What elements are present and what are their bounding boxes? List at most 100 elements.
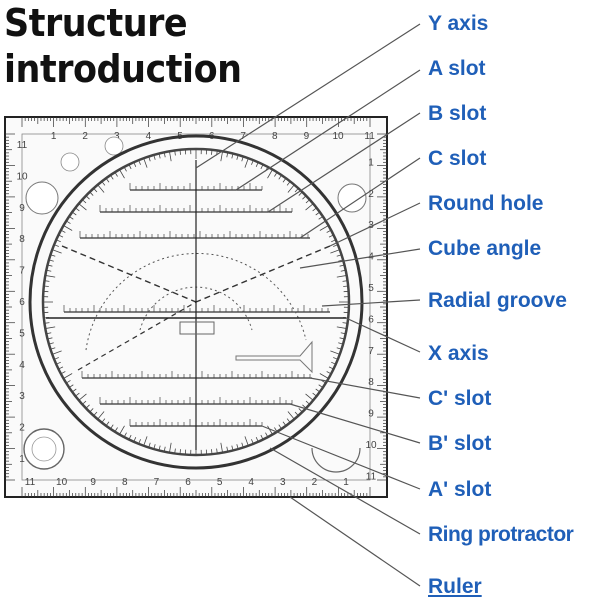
ring-tick bbox=[241, 442, 244, 448]
leader-cube-angle bbox=[299, 248, 421, 269]
ring-tick bbox=[336, 347, 342, 350]
ruler-number-right: 5 bbox=[368, 283, 374, 294]
ring-tick bbox=[339, 264, 345, 267]
ruler-number-top: 4 bbox=[146, 131, 152, 142]
ring-tick bbox=[330, 350, 340, 355]
leader-y-axis bbox=[195, 23, 421, 169]
ruler-number-left: 5 bbox=[19, 328, 25, 339]
ring-tick bbox=[44, 280, 50, 282]
ruler-number-bottom: 2 bbox=[312, 477, 318, 488]
ring-tick bbox=[148, 156, 151, 162]
ring-tick bbox=[298, 408, 303, 413]
ring-tick bbox=[331, 361, 336, 365]
leader-ruler bbox=[289, 496, 421, 587]
ring-tick bbox=[286, 181, 291, 186]
ring-tick bbox=[82, 199, 87, 204]
ring-tick bbox=[89, 191, 94, 196]
ring-tick bbox=[71, 388, 77, 393]
ring-tick bbox=[169, 151, 172, 162]
ring-tick bbox=[119, 425, 125, 435]
ring-tick bbox=[63, 373, 73, 379]
ring-tick bbox=[78, 393, 87, 401]
ruler-number-bottom: 10 bbox=[56, 477, 68, 488]
ring-tick bbox=[220, 151, 223, 162]
ring-tick bbox=[226, 446, 229, 452]
ring-tick bbox=[286, 418, 291, 423]
ring-tick bbox=[255, 162, 259, 167]
ruler-number-top: 2 bbox=[82, 131, 88, 142]
leader-x-axis bbox=[345, 317, 421, 353]
label-c-slot: C slot bbox=[428, 147, 487, 170]
ring-tick bbox=[318, 384, 324, 388]
corner-hole-bottom-left bbox=[23, 428, 65, 470]
ring-tick bbox=[78, 203, 87, 211]
label-x-axis: X axis bbox=[428, 342, 489, 365]
ring-tick bbox=[68, 384, 74, 388]
ring-tick bbox=[319, 373, 329, 379]
title-line-1: Structure bbox=[4, 1, 188, 45]
ring-tick bbox=[114, 427, 118, 432]
ring-tick bbox=[63, 225, 73, 231]
ring-tick bbox=[236, 444, 239, 450]
small-hole bbox=[104, 136, 124, 156]
ring-tick bbox=[163, 446, 166, 452]
label-b-slot: B slot bbox=[428, 102, 487, 125]
ring-tick bbox=[305, 203, 314, 211]
ring-tick bbox=[298, 191, 303, 196]
ruler-number-top: 9 bbox=[304, 131, 310, 142]
ring-tick bbox=[50, 347, 56, 350]
ring-tick bbox=[163, 152, 166, 158]
ring-tick bbox=[143, 158, 148, 168]
ring-tick bbox=[226, 152, 229, 158]
ruler-number-top: 10 bbox=[332, 131, 344, 142]
ring-tick bbox=[174, 448, 176, 454]
ring-tick bbox=[287, 184, 295, 193]
leader-lines bbox=[195, 23, 421, 587]
ring-tick bbox=[278, 174, 282, 180]
ring-tick bbox=[45, 326, 56, 329]
ring-tick bbox=[338, 259, 344, 262]
title: Structure introduction bbox=[4, 0, 242, 92]
ruler-number-left: 9 bbox=[19, 203, 25, 214]
ring-tick bbox=[336, 254, 342, 257]
ring-tick bbox=[255, 437, 259, 442]
ring-tick bbox=[123, 432, 127, 438]
title-line-2: introduction bbox=[4, 47, 242, 91]
ring-tick bbox=[43, 285, 49, 287]
label-ring-protractor: Ring protractor bbox=[428, 523, 574, 546]
ring-tick bbox=[315, 211, 321, 216]
ring-tick bbox=[89, 408, 94, 413]
ring-tick bbox=[105, 177, 110, 183]
ruler-number-left: 3 bbox=[19, 391, 25, 402]
ring-protractor-outer bbox=[28, 134, 364, 470]
ring-tick bbox=[343, 285, 349, 287]
ring-tick bbox=[48, 342, 54, 345]
label-cube-angle: Cube angle bbox=[428, 237, 542, 260]
ring-tick bbox=[328, 366, 334, 370]
label-ruler: Ruler bbox=[428, 575, 482, 598]
ring-tick bbox=[305, 400, 310, 405]
ruler-number-top: 7 bbox=[240, 131, 246, 142]
ring-tick bbox=[153, 154, 156, 160]
ruler-number-right: 11 bbox=[366, 471, 377, 482]
ring-tick bbox=[274, 172, 278, 177]
ruler-number-right: 1 bbox=[368, 157, 374, 168]
ruler-number-right: 10 bbox=[365, 440, 377, 451]
ring-tick bbox=[60, 371, 66, 375]
ruler-number-left: 4 bbox=[19, 360, 25, 371]
ring-tick bbox=[326, 229, 332, 233]
ring-tick bbox=[267, 169, 273, 179]
ring-tick bbox=[305, 393, 314, 401]
ring-tick bbox=[93, 188, 98, 193]
ruler-number-bottom: 3 bbox=[280, 477, 286, 488]
leader-c-prime-slot bbox=[309, 377, 421, 399]
ring-tick bbox=[46, 332, 52, 335]
corner-hole-bottom-left-inner bbox=[31, 436, 57, 462]
label-b-prime-slot: B' slot bbox=[428, 432, 492, 455]
ring-tick bbox=[46, 269, 52, 272]
leader-radial-groove bbox=[321, 299, 421, 307]
ruler-number-left: 1 bbox=[19, 454, 25, 465]
ring-tick bbox=[294, 188, 299, 193]
leader-b-slot bbox=[267, 112, 421, 213]
